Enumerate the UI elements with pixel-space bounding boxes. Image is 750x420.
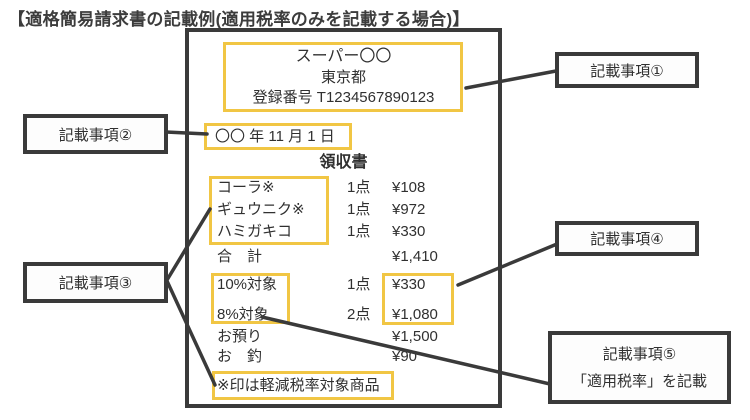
callout-3-label: 記載事項③ bbox=[58, 275, 133, 292]
callout-5-label-line1: 記載事項⑤ bbox=[602, 345, 677, 363]
tax-qty: 2点 bbox=[347, 306, 371, 323]
tax-rate-label: 8%対象 bbox=[217, 306, 269, 323]
tax-qty: 1点 bbox=[347, 276, 371, 293]
store-name: スーパー〇〇 bbox=[295, 48, 392, 65]
item-price: ¥108 bbox=[392, 179, 426, 196]
reduced-rate-note: ※印は軽減税率対象商品 bbox=[189, 375, 498, 397]
store-header: スーパー〇〇 東京都 登録番号 T1234567890123 bbox=[189, 46, 498, 108]
store-info-highlight bbox=[223, 42, 463, 112]
callout-5: 記載事項⑤ 「適用税率」を記載 bbox=[548, 331, 731, 404]
change-price: ¥90 bbox=[392, 348, 418, 365]
callout-2: 記載事項② bbox=[23, 114, 168, 154]
tax-rate-label: 10%対象 bbox=[217, 276, 278, 293]
total-price: ¥1,410 bbox=[392, 248, 438, 265]
item-price: ¥330 bbox=[392, 223, 426, 240]
tax-price: ¥1,080 bbox=[392, 306, 438, 323]
item-row: コーラ※ 1点 ¥108 bbox=[189, 177, 498, 199]
date-highlight bbox=[204, 123, 352, 150]
callout-4-label: 記載事項④ bbox=[590, 231, 664, 248]
item-qty: 1点 bbox=[347, 223, 371, 240]
item-name: ギュウニク※ bbox=[217, 201, 305, 218]
change-label: お 釣 bbox=[217, 348, 263, 365]
receipt-title: 領収書 bbox=[319, 154, 368, 171]
tax-price: ¥330 bbox=[392, 276, 426, 293]
item-row: ハミガキコ 1点 ¥330 bbox=[189, 221, 498, 243]
tax-row: 8%対象 2点 ¥1,080 bbox=[189, 304, 498, 326]
store-location: 東京都 bbox=[320, 69, 366, 86]
item-price: ¥972 bbox=[392, 201, 426, 218]
item-qty: 1点 bbox=[347, 179, 371, 196]
tendered-row: お預り ¥1,500 bbox=[189, 326, 498, 348]
receipt: スーパー〇〇 東京都 登録番号 T1234567890123 〇〇 年 11 月… bbox=[185, 28, 502, 408]
callout-3: 記載事項③ bbox=[23, 262, 168, 303]
callout-1: 記載事項① bbox=[555, 52, 699, 88]
note-text: ※印は軽減税率対象商品 bbox=[217, 377, 380, 394]
tax-row: 10%対象 1点 ¥330 bbox=[189, 274, 498, 296]
tendered-price: ¥1,500 bbox=[392, 328, 438, 345]
change-row: お 釣 ¥90 bbox=[189, 346, 498, 368]
tendered-label: お預り bbox=[217, 328, 263, 345]
registration-number: 登録番号 T1234567890123 bbox=[252, 89, 435, 106]
total-row: 合 計 ¥1,410 bbox=[189, 246, 498, 268]
receipt-date: 〇〇 年 11 月 1 日 bbox=[215, 128, 335, 145]
item-name: コーラ※ bbox=[217, 179, 275, 196]
item-qty: 1点 bbox=[347, 201, 371, 218]
callout-4: 記載事項④ bbox=[555, 221, 699, 256]
page-title: 【適格簡易請求書の記載例(適用税率のみを記載する場合)】 bbox=[8, 10, 470, 29]
total-label: 合 計 bbox=[217, 248, 263, 265]
callout-5-label-line2: 「適用税率」を記載 bbox=[571, 372, 707, 390]
item-name: ハミガキコ bbox=[217, 223, 293, 240]
item-row: ギュウニク※ 1点 ¥972 bbox=[189, 199, 498, 221]
callout-2-label: 記載事項② bbox=[58, 126, 133, 144]
callout-1-label: 記載事項① bbox=[590, 62, 664, 80]
